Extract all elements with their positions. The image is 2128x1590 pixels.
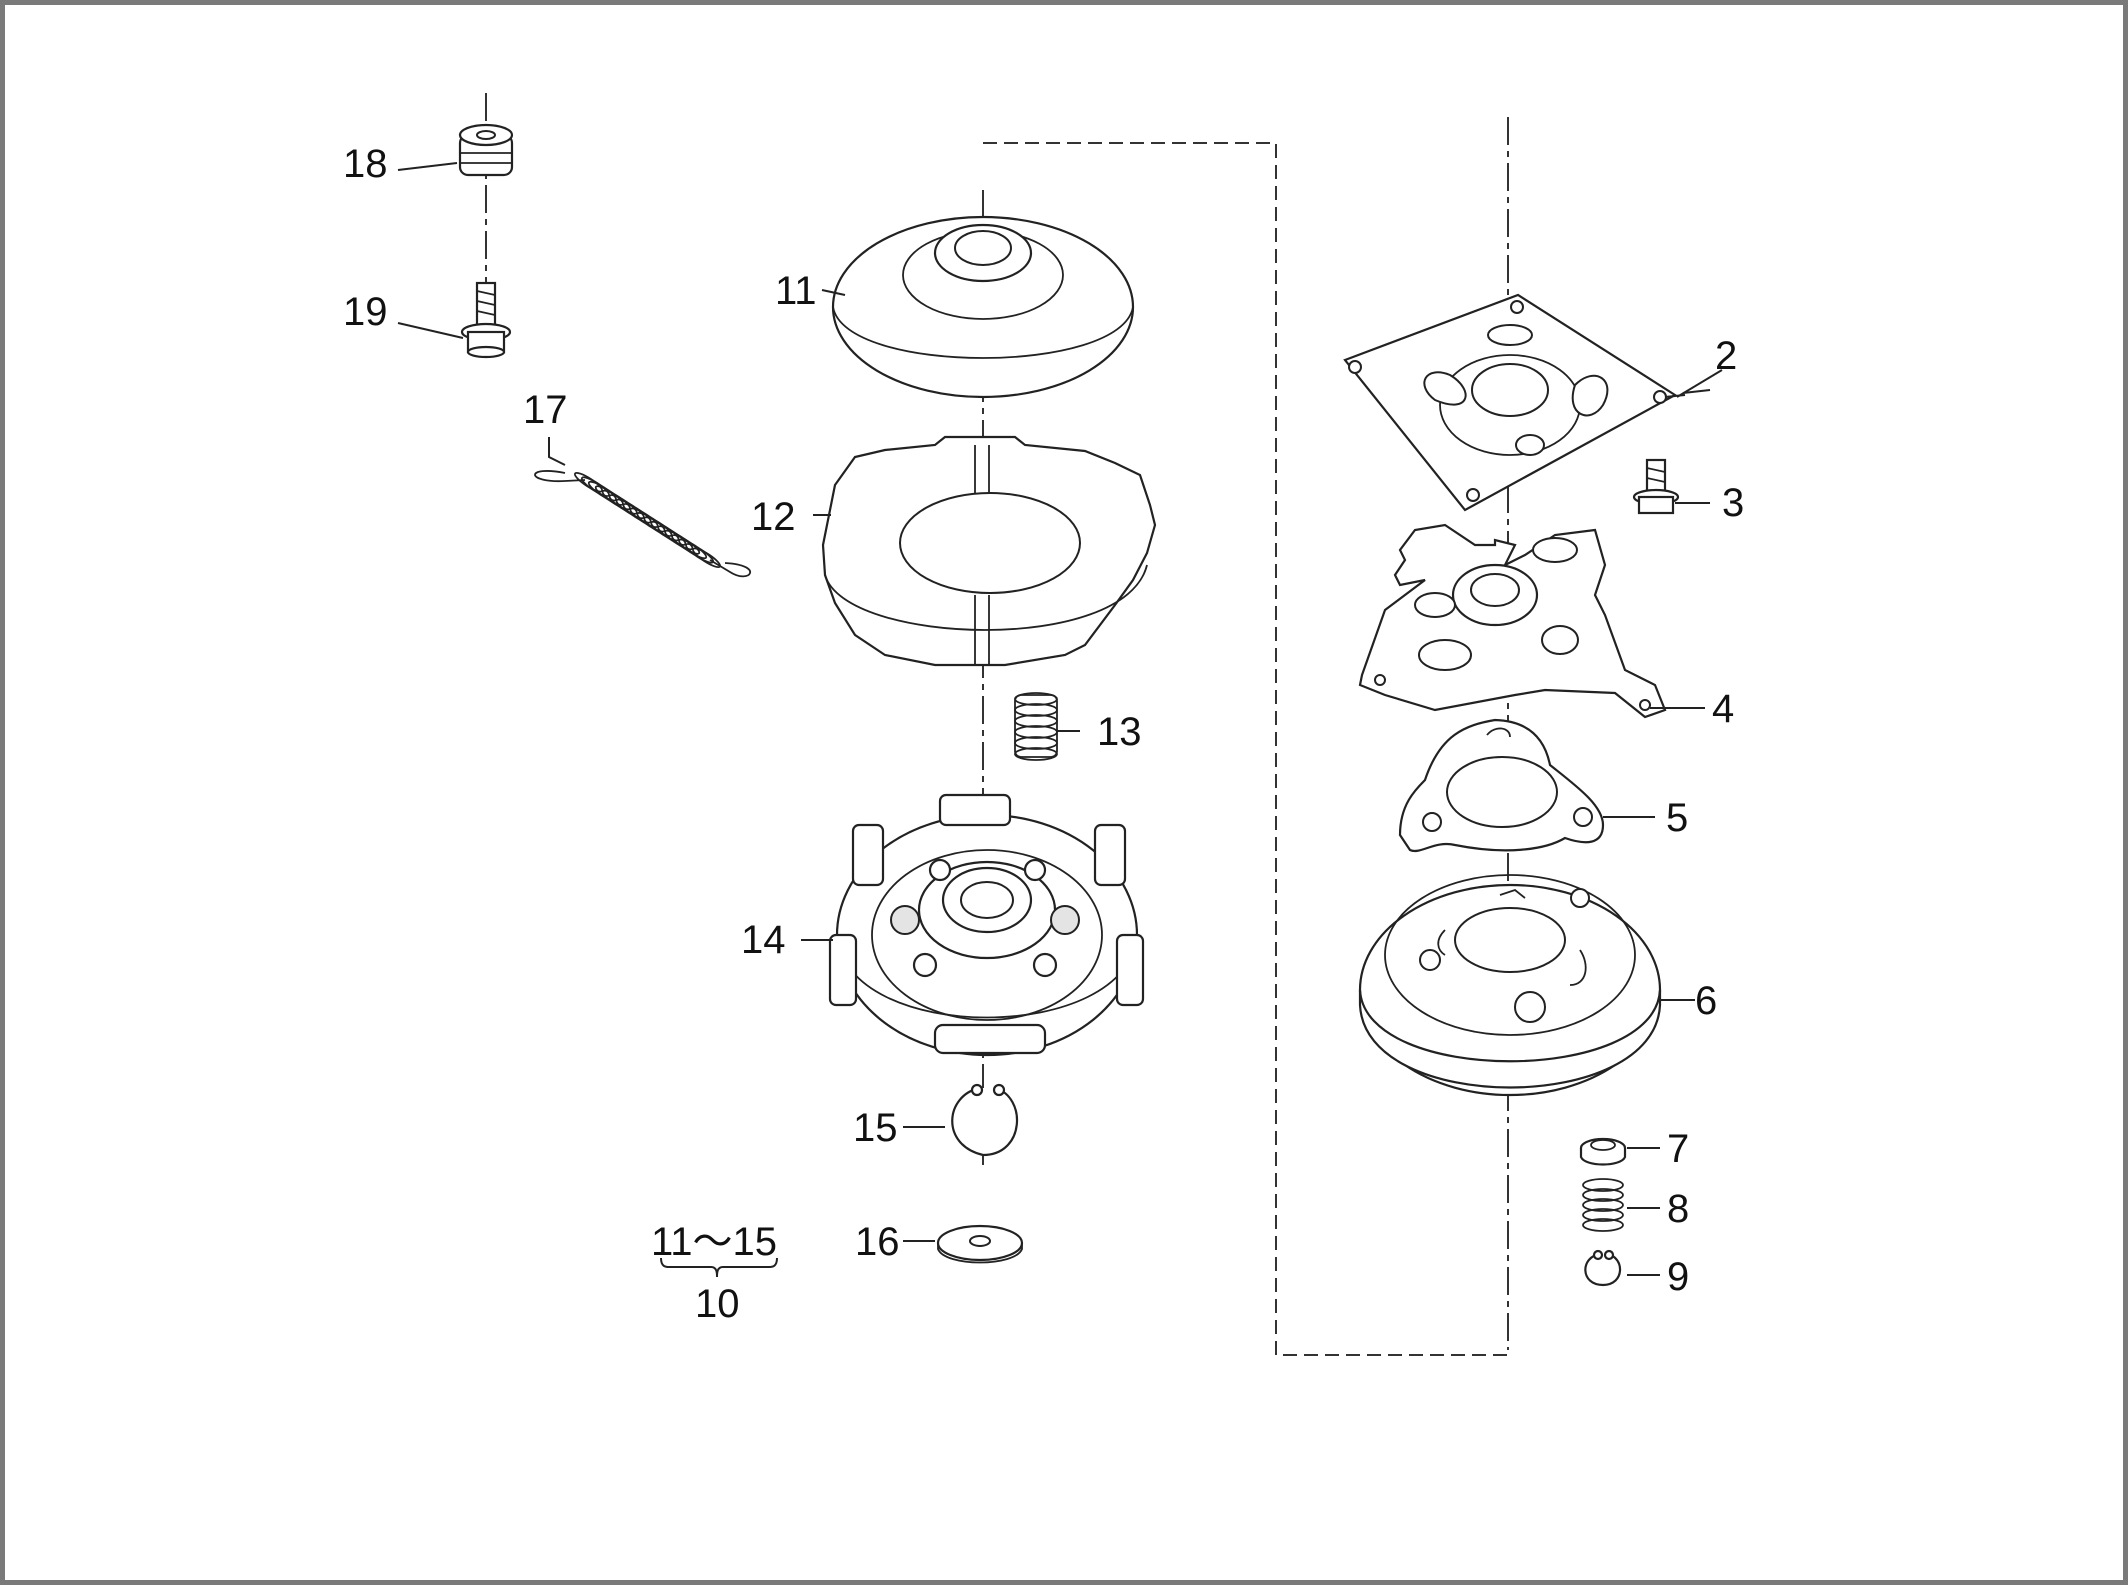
callout-17: 17 <box>523 388 568 432</box>
callout-8: 8 <box>1667 1187 1689 1231</box>
callout-16: 16 <box>855 1220 900 1264</box>
spring-coil-turn <box>1014 747 1058 761</box>
part-3-bolt <box>1632 458 1680 515</box>
part-9-clip <box>1584 1249 1622 1287</box>
callout-5: 5 <box>1666 796 1688 840</box>
leader-lines <box>397 162 1723 1276</box>
callout-18: 18 <box>343 142 388 186</box>
spring-coil-turn <box>1014 714 1058 728</box>
callout-14: 14 <box>741 918 786 962</box>
part-18-grommet <box>458 123 514 177</box>
assembly-number-label: 10 <box>695 1282 740 1326</box>
callout-11: 11 <box>775 269 817 313</box>
callout-12: 12 <box>751 495 796 539</box>
spring-coil-turn <box>1014 692 1058 706</box>
callout-3: 3 <box>1722 481 1744 525</box>
spring-coil-turn <box>1014 736 1058 750</box>
callout-19: 19 <box>343 290 388 334</box>
exploded-parts-diagram: 18 19 17 11 12 13 14 15 16 2 3 4 5 6 7 8… <box>343 93 1744 1356</box>
part-6-drum <box>1358 874 1662 1097</box>
spring-coil-turn <box>1582 1198 1624 1212</box>
spring-coil-turn <box>1582 1208 1624 1222</box>
part-19-bolt <box>460 281 512 359</box>
callout-6: 6 <box>1695 979 1717 1023</box>
spring-coil-turn <box>692 547 722 569</box>
part-13-spring <box>1014 692 1058 761</box>
part-2-gasket <box>1343 293 1678 512</box>
spring-coil-turn <box>1582 1218 1624 1232</box>
callout-9: 9 <box>1667 1255 1689 1299</box>
assembly-range-label: 11～15 <box>651 1220 777 1264</box>
callout-labels: 18 19 17 11 12 13 14 15 16 2 3 4 5 6 7 8… <box>343 142 1744 1326</box>
spring-coil-turn <box>1582 1188 1624 1202</box>
spring-coil-turn <box>1582 1178 1624 1192</box>
part-15-snap-ring <box>951 1083 1018 1157</box>
part-5-spacer <box>1398 718 1605 853</box>
callout-2: 2 <box>1715 334 1737 378</box>
part-14-hub <box>828 793 1145 1057</box>
part-12-plate <box>821 435 1157 667</box>
spring-coil-turn <box>1014 703 1058 717</box>
part-7-cap <box>1579 1137 1627 1166</box>
part-16-washer <box>936 1224 1024 1264</box>
callout-13: 13 <box>1097 710 1142 754</box>
callout-7: 7 <box>1667 1127 1689 1171</box>
assembly-bracket <box>660 1257 778 1278</box>
callout-4: 4 <box>1712 687 1734 731</box>
part-11-disc <box>831 215 1135 399</box>
part-4-bracket <box>1358 523 1667 719</box>
callout-15: 15 <box>853 1106 898 1150</box>
part-8-spring <box>1582 1178 1624 1232</box>
part-17-spring <box>534 470 751 578</box>
